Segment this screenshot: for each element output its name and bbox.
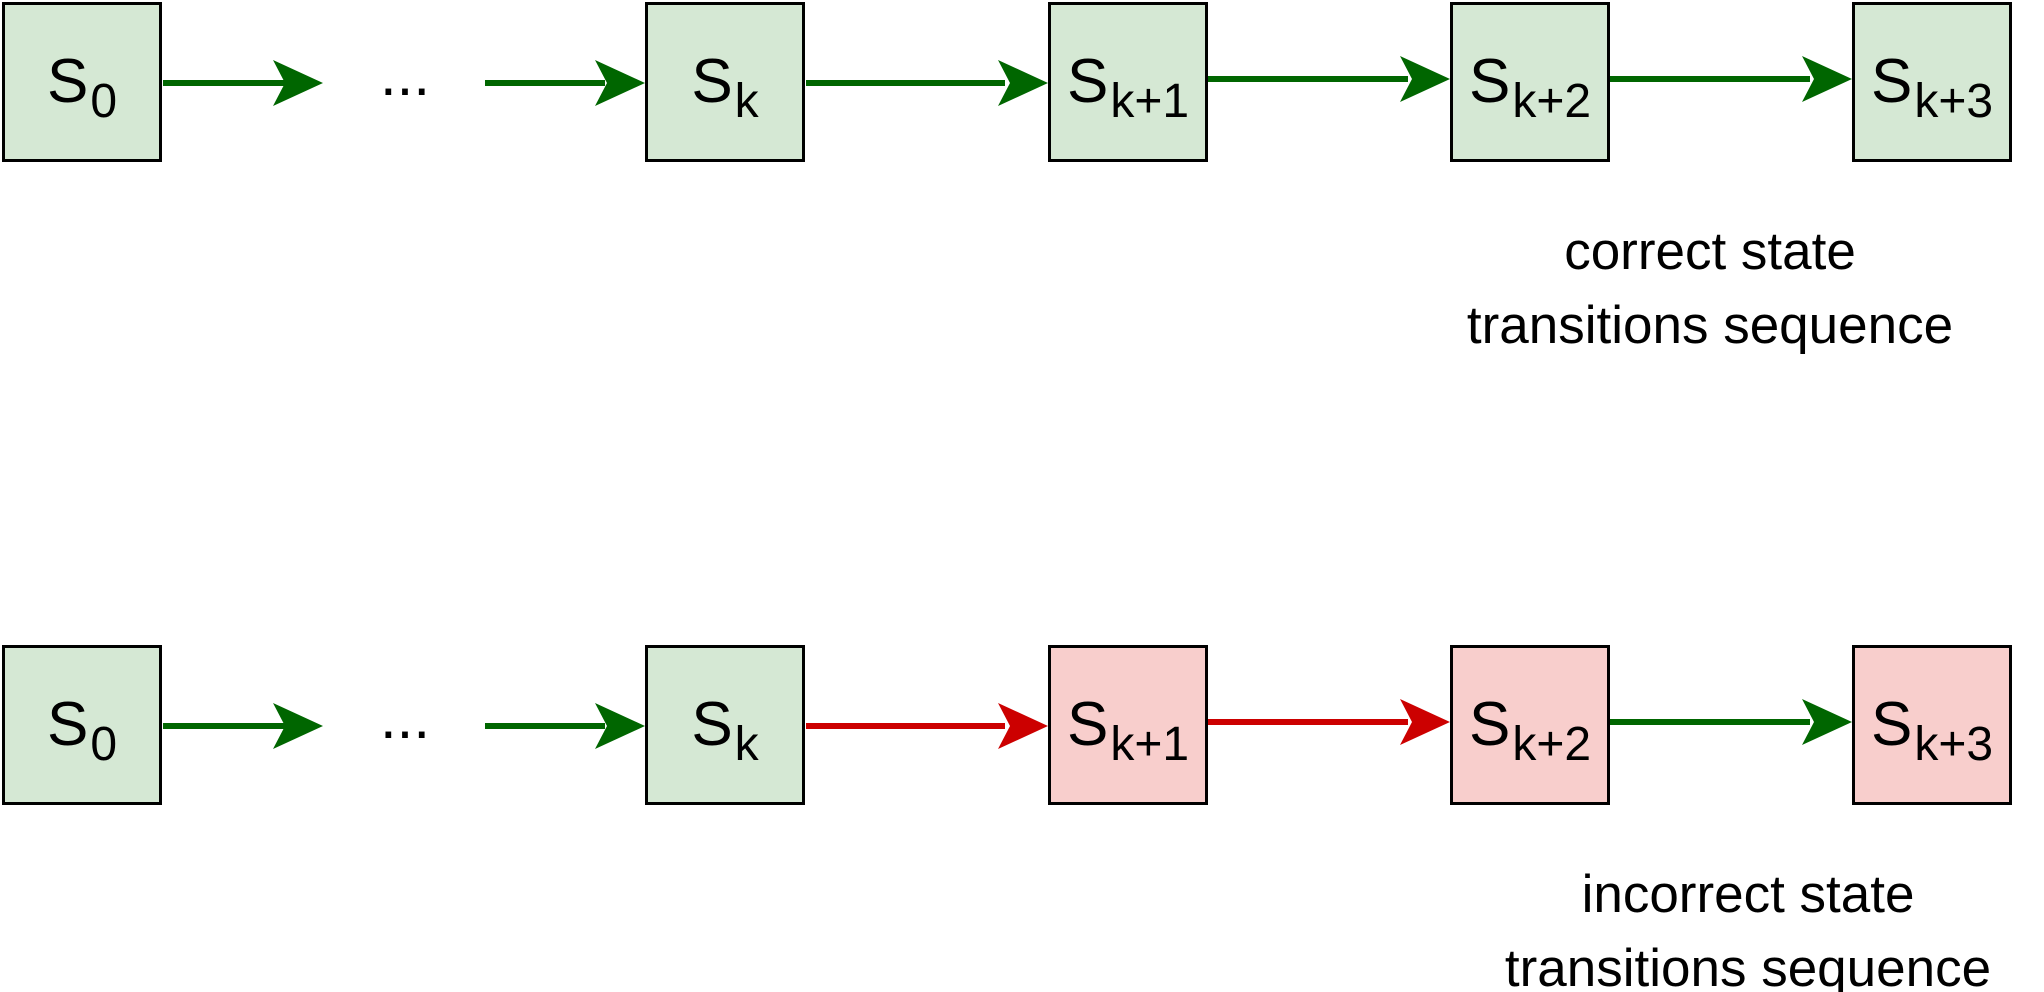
incorrect-sequence-caption: incorrect state transitions sequence <box>1428 858 2044 992</box>
state-label: S <box>1468 47 1511 116</box>
state-label: S <box>691 47 733 116</box>
correct-row-arrows <box>163 56 1852 106</box>
incorrect-row-arrows <box>163 699 1852 749</box>
state-label: S <box>1468 690 1511 759</box>
state-label: S <box>691 690 733 759</box>
arrowhead <box>273 60 323 106</box>
state-subscript: k <box>734 718 759 771</box>
arrowhead <box>1802 699 1852 745</box>
state-label: S <box>1066 47 1109 116</box>
arrowhead <box>595 703 645 749</box>
ellipsis: ... <box>379 684 430 751</box>
arrowhead <box>998 703 1048 749</box>
arrowhead <box>1400 699 1450 745</box>
state-subscript: k <box>734 75 759 128</box>
arrowhead <box>1802 56 1852 102</box>
arrowhead <box>998 60 1048 106</box>
state-subscript: k+1 <box>1110 718 1190 771</box>
state-subscript: k+3 <box>1914 718 1994 771</box>
state-subscript: k+2 <box>1512 718 1592 771</box>
state-subscript: 0 <box>90 718 118 771</box>
arrowhead <box>595 60 645 106</box>
ellipsis: ... <box>379 41 430 108</box>
state-label: S <box>46 47 89 116</box>
state-subscript: k+1 <box>1110 75 1190 128</box>
caption-line: transitions sequence <box>1504 939 1992 992</box>
correct-sequence-caption: correct state transitions sequence <box>1390 215 2030 363</box>
state-subscript: 0 <box>90 75 118 128</box>
state-subscript: k+3 <box>1914 75 1994 128</box>
caption-line: correct state <box>1564 222 1856 281</box>
state-label: S <box>1870 47 1913 116</box>
state-label: S <box>1066 690 1109 759</box>
arrowhead <box>1400 56 1450 102</box>
state-label: S <box>1870 690 1913 759</box>
caption-line: incorrect state <box>1581 865 1915 924</box>
state-subscript: k+2 <box>1512 75 1592 128</box>
state-label: S <box>46 690 89 759</box>
arrowhead <box>273 703 323 749</box>
caption-line: transitions sequence <box>1466 296 1954 355</box>
